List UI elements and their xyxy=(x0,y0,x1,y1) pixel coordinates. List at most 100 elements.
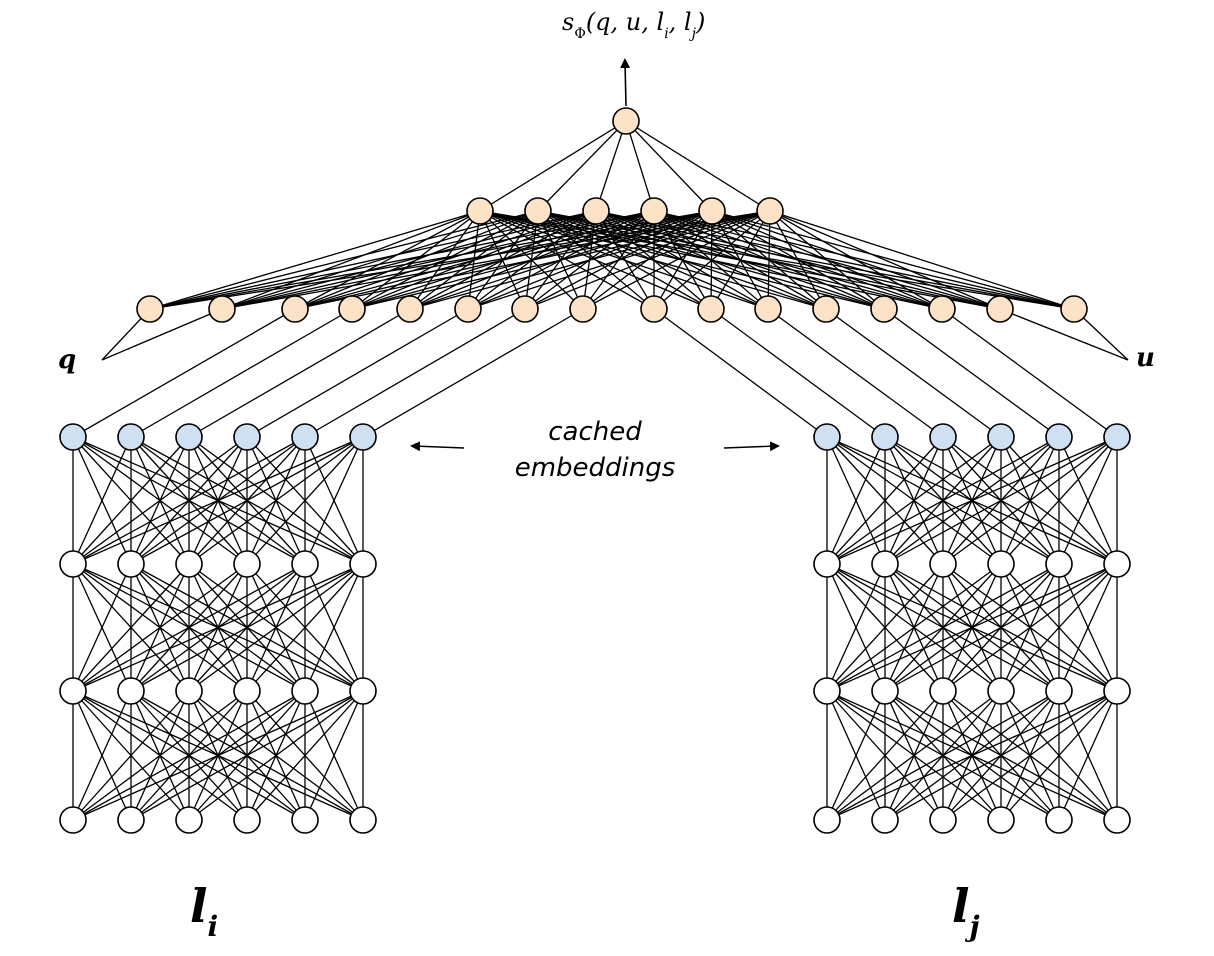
right-tower-edge xyxy=(942,690,1118,821)
output-label: sΦ(q, u, li, lj) xyxy=(562,8,705,42)
left-cached-embedding-node xyxy=(175,423,203,451)
right-embedding-to-input-edge xyxy=(767,308,944,438)
right-cached-embedding-node xyxy=(871,423,899,451)
input-layer-node xyxy=(338,295,366,323)
output-score-subscript: Φ xyxy=(574,26,585,42)
left-tower-node xyxy=(349,677,377,705)
right-tower-edge xyxy=(826,690,1118,821)
hidden-to-output-edge xyxy=(479,120,627,212)
right-tower-edge xyxy=(826,436,1060,565)
input-layer-node xyxy=(697,295,725,323)
left-tower-node xyxy=(233,550,261,578)
hidden-to-output-edge xyxy=(595,120,627,212)
input-layer-node xyxy=(454,295,482,323)
left-tower-edge xyxy=(130,436,364,565)
right-tower-node xyxy=(1103,806,1131,834)
left-tower-edge xyxy=(72,690,364,821)
hidden-layer-node xyxy=(698,197,726,225)
left-tower-edge xyxy=(72,563,248,692)
left-tower-edge xyxy=(72,436,132,565)
right-tower-edge xyxy=(826,436,886,565)
input-to-hidden-edge xyxy=(149,210,713,310)
input-to-hidden-edge xyxy=(711,210,1075,310)
output-args-close: ) xyxy=(695,8,705,36)
left-tower-node xyxy=(175,550,203,578)
left-tower-edge xyxy=(304,436,364,565)
hidden-to-output-edge xyxy=(625,120,771,212)
left-tower-edge xyxy=(72,690,132,821)
input-layer-node xyxy=(208,295,236,323)
left-cached-embedding-node xyxy=(349,423,377,451)
input-to-hidden-edge xyxy=(221,210,481,310)
right-tower-node xyxy=(1103,550,1131,578)
right-tower-edge xyxy=(1000,436,1118,565)
input-layer-node xyxy=(754,295,782,323)
input-to-hidden-edge xyxy=(653,210,1075,310)
right-tower-edge xyxy=(826,690,944,821)
left-tower-symbol: l xyxy=(190,879,207,933)
query-feature-edge xyxy=(101,308,223,361)
input-to-hidden-edge xyxy=(769,210,1075,310)
left-tower-edge xyxy=(188,690,364,821)
hidden-layer-node xyxy=(524,197,552,225)
left-tower-edge xyxy=(304,563,364,692)
cached-embeddings-caption-line2: embeddings xyxy=(515,453,676,483)
left-tower-edge xyxy=(72,690,190,821)
input-to-hidden-edge xyxy=(409,210,481,310)
user-feature-edge xyxy=(999,308,1129,361)
input-to-hidden-edge xyxy=(479,210,712,310)
left-tower-edge xyxy=(188,563,364,692)
left-tower-edge xyxy=(72,563,306,692)
input-layer-node xyxy=(986,295,1014,323)
left-tower-edge xyxy=(72,563,132,692)
right-tower-node xyxy=(813,677,841,705)
right-embedding-to-input-edge xyxy=(653,308,828,438)
left-embedding-to-input-edge xyxy=(188,308,411,438)
left-embedding-to-input-edge xyxy=(130,308,353,438)
input-to-hidden-edge xyxy=(582,210,771,310)
left-tower-node xyxy=(233,677,261,705)
right-tower-edge xyxy=(1000,563,1118,692)
input-layer-node xyxy=(511,295,539,323)
input-to-hidden-edge xyxy=(595,210,1001,310)
right-tower-edge xyxy=(884,563,1118,692)
right-cached-embedding-node xyxy=(1103,423,1131,451)
right-tower-edge xyxy=(1058,563,1118,692)
left-embedding-to-input-edge xyxy=(246,308,469,438)
right-tower-node xyxy=(987,806,1015,834)
input-to-hidden-edge xyxy=(294,210,481,310)
input-to-hidden-edge xyxy=(221,210,539,310)
right-tower-edge xyxy=(1058,436,1118,565)
user-label: u xyxy=(1136,343,1155,373)
input-to-hidden-edge xyxy=(479,210,584,310)
left-tower-node xyxy=(349,550,377,578)
network-nodes xyxy=(59,107,1131,834)
input-to-hidden-edge xyxy=(479,210,943,310)
input-to-hidden-edge xyxy=(479,210,769,310)
right-tower-edge xyxy=(826,436,1118,565)
input-to-hidden-edge xyxy=(595,210,1075,310)
right-tower-node xyxy=(813,806,841,834)
left-tower-edge xyxy=(188,436,364,565)
right-tower-edge xyxy=(942,563,1118,692)
input-to-hidden-edge xyxy=(149,210,655,310)
input-layer-node xyxy=(281,295,309,323)
right-tower-label: lj xyxy=(952,879,980,943)
left-tower-edge xyxy=(246,563,364,692)
right-embedding-to-input-edge xyxy=(710,308,886,438)
input-layer-node xyxy=(396,295,424,323)
right-tower-node xyxy=(929,806,957,834)
right-embedding-to-input-edge xyxy=(941,308,1118,438)
input-to-hidden-edge xyxy=(351,210,481,310)
input-to-hidden-edge xyxy=(479,210,526,310)
right-tower-edge xyxy=(884,690,1118,821)
right-cached-embedding-node xyxy=(987,423,1015,451)
hidden-layer-node xyxy=(640,197,668,225)
right-tower-edge xyxy=(826,563,1118,692)
right-tower-edge xyxy=(942,436,1118,565)
right-tower-node xyxy=(929,550,957,578)
right-embedding-to-input-edge xyxy=(883,308,1060,438)
left-tower-node xyxy=(175,677,203,705)
right-cached-embedding-node xyxy=(1045,423,1073,451)
right-tower-node xyxy=(871,806,899,834)
